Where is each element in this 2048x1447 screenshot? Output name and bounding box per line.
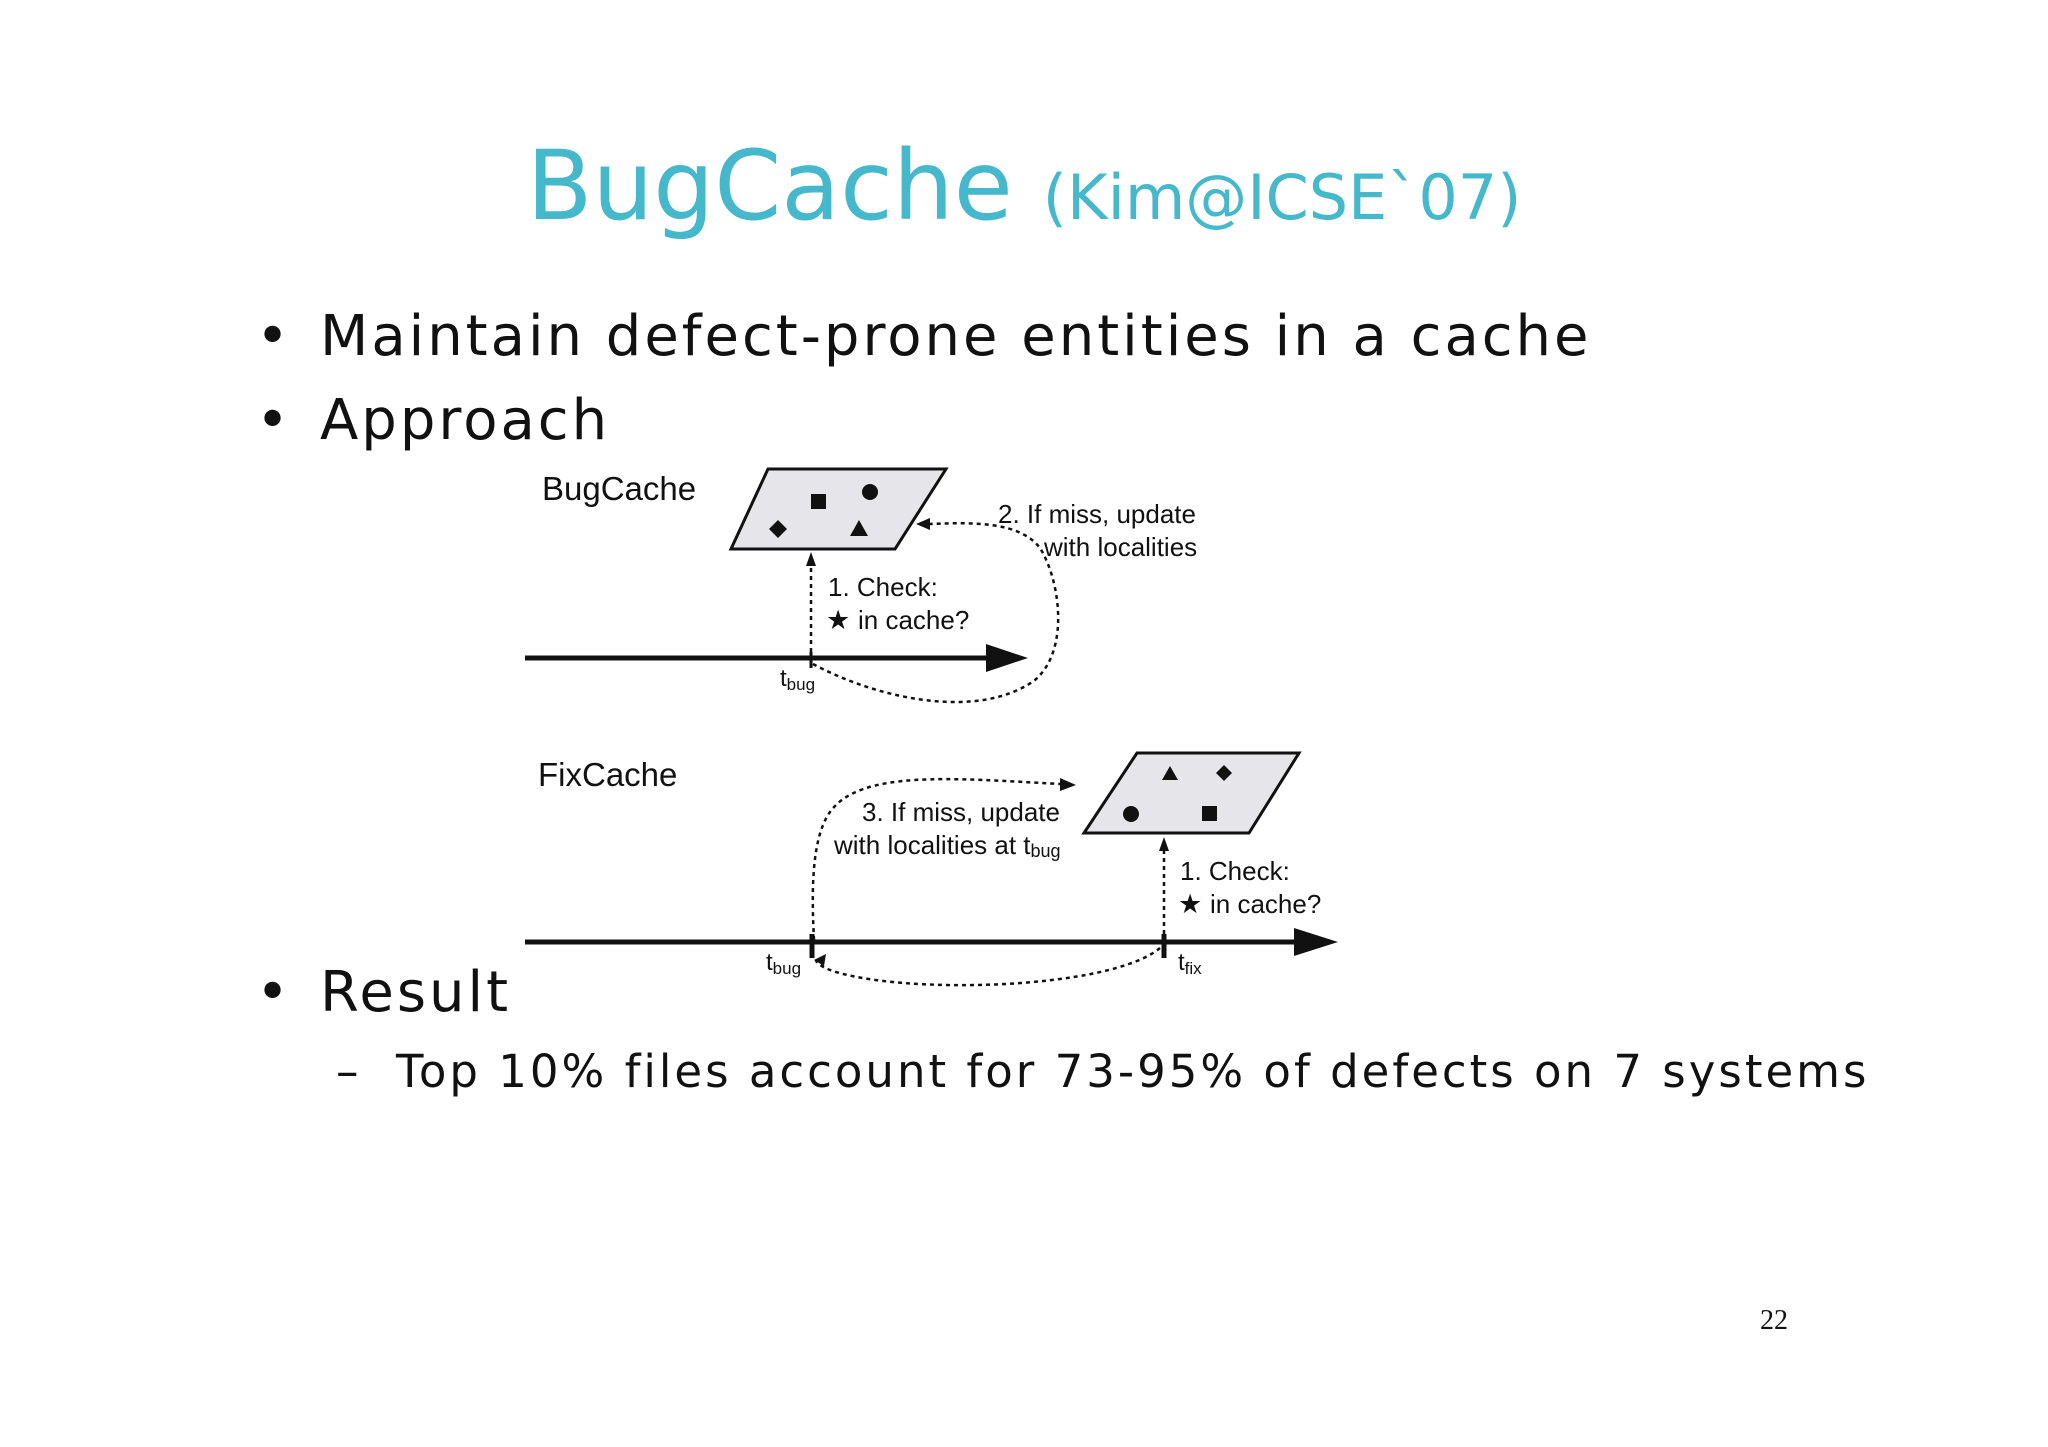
bullet-text: Maintain defect-prone entities in a cach… [320,304,1592,369]
timeline-arrowhead [986,644,1028,672]
bullet-item: • Approach [256,388,611,453]
title-sub: (Kim@ICSE`07) [1042,161,1522,234]
check-arrowhead [1159,837,1169,851]
tbug-label: tbug [766,949,801,978]
return-arrowhead [814,954,826,966]
bullet-item: • Maintain defect-prone entities in a ca… [256,304,1592,369]
sub-bullet-item: – Top 10% files account for 73-95% of de… [336,1045,1870,1098]
update-curve [812,522,1060,704]
bullet-dot: • [256,960,293,1025]
fixcache-step1-line2: in cache? [1210,889,1321,919]
update-arrowhead [916,518,930,530]
circle-icon [862,484,878,500]
fixcache-step3-line2: with localities at tbug [833,830,1061,861]
bugcache-step1-line2: in cache? [858,605,969,635]
tfix-label: tfix [1178,949,1202,978]
bugcache-step1-line1: 1. Check: [828,572,938,602]
page-number: 22 [1760,1305,1788,1336]
sub-bullet-text: Top 10% files account for 73-95% of defe… [396,1045,1870,1098]
triangle-icon [1162,766,1178,780]
check-arrowhead [806,552,816,566]
square-icon [1202,806,1217,821]
fixcache-step1-line1: 1. Check: [1180,856,1290,886]
fixcache-cache-box [1081,751,1302,835]
star-icon: ★ [826,605,850,635]
bullet-dot: • [256,388,293,453]
bullet-text: Approach [320,388,611,453]
update-arrowhead [1060,778,1076,791]
title-main: BugCache [526,130,1013,242]
sub-bullet-dash: – [336,1045,362,1098]
return-curve [814,947,1161,987]
star-icon: ★ [1178,889,1202,919]
slide-title: BugCache (Kim@ICSE`07) [0,130,2048,242]
circle-icon [1123,806,1139,822]
bugcache-step2-line2: with localities [1043,532,1197,562]
square-icon [811,494,826,509]
bugcache-cache-box [728,467,949,551]
fixcache-step3-line1: 3. If miss, update [862,797,1060,827]
triangle-icon [850,520,868,536]
tbug-label: tbug [780,665,815,694]
fixcache-label: FixCache [538,756,677,793]
bugcache-label: BugCache [542,470,696,507]
bullet-text: Result [320,960,512,1025]
diamond-icon [769,520,787,538]
timeline-arrowhead [1294,928,1338,956]
update-curve [811,777,1061,941]
bullet-item: • Result [256,960,512,1025]
bullet-dot: • [256,304,293,369]
bugcache-step2-line1: 2. If miss, update [998,499,1196,529]
diamond-icon [1216,765,1232,781]
